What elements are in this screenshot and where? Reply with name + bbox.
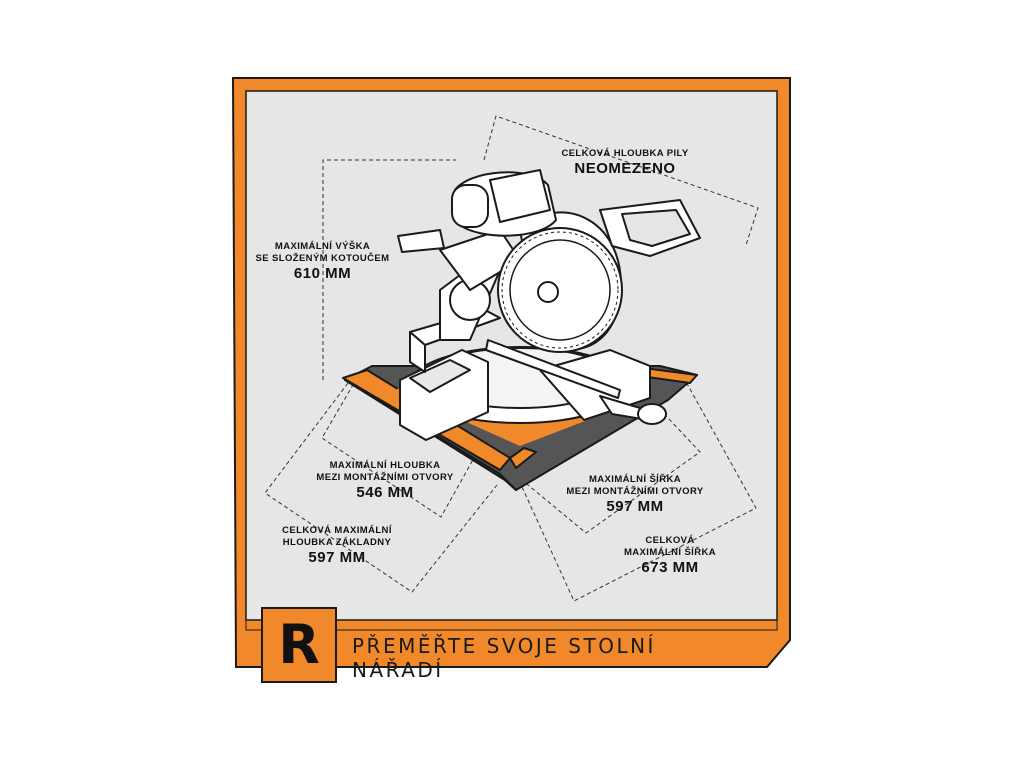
brand-logo: R (278, 613, 320, 676)
label-value: NEOMEZENO (574, 160, 676, 177)
label-caption: SE SLOŽENÝM KOTOUČEM (255, 253, 390, 264)
miter-saw-illustration (342, 169, 701, 491)
label-width-total: CELKOVÁ MAXIMÁLNÍ ŠÍŘKA 673 MM (610, 535, 730, 577)
label-depth-mount: MAXIMÁLNÍ HLOUBKA MEZI MONTÁŽNÍMI OTVORY… (315, 460, 455, 502)
label-caption: CELKOVÁ HLOUBKA PILY (561, 148, 689, 159)
label-caption: MAXIMÁLNÍ HLOUBKA (329, 460, 441, 471)
label-caption: HLOUBKA ZÁKLADNY (282, 537, 392, 548)
label-caption: MEZI MONTÁŽNÍMI OTVORY (566, 486, 704, 497)
banner (261, 607, 337, 683)
label-width-mount: MAXIMÁLNÍ ŠÍŘKA MEZI MONTÁŽNÍMI OTVORY 5… (565, 474, 705, 516)
label-caption: MAXIMÁLNÍ ŠÍŘKA (588, 474, 682, 485)
label-depth-saw: CELKOVÁ HLOUBKA PILY NEOMEZENO (560, 148, 690, 178)
label-height-folded: MAXIMÁLNÍ VÝŠKA SE SLOŽENÝM KOTOUČEM 610… (255, 241, 390, 283)
label-caption: CELKOVÁ (645, 535, 695, 546)
banner-text: PŘEMĚŘTE SVOJE STOLNÍ NÁŘADÍ (352, 634, 656, 682)
label-value: 597 MM (606, 498, 664, 515)
dimension-lines (264, 115, 759, 602)
label-value: 546 MM (356, 484, 414, 501)
label-caption: MEZI MONTÁŽNÍMI OTVORY (316, 472, 454, 483)
label-caption: MAXIMÁLNÍ VÝŠKA (274, 241, 371, 252)
label-depth-base: CELKOVÁ MAXIMÁLNÍ HLOUBKA ZÁKLADNY 597 M… (272, 525, 402, 567)
label-value: 610 MM (293, 265, 352, 282)
label-value: 673 MM (641, 559, 699, 576)
label-caption: CELKOVÁ MAXIMÁLNÍ (282, 525, 392, 536)
label-value: 597 MM (308, 549, 366, 566)
label-caption: MAXIMÁLNÍ ŠÍŘKA (623, 547, 717, 558)
